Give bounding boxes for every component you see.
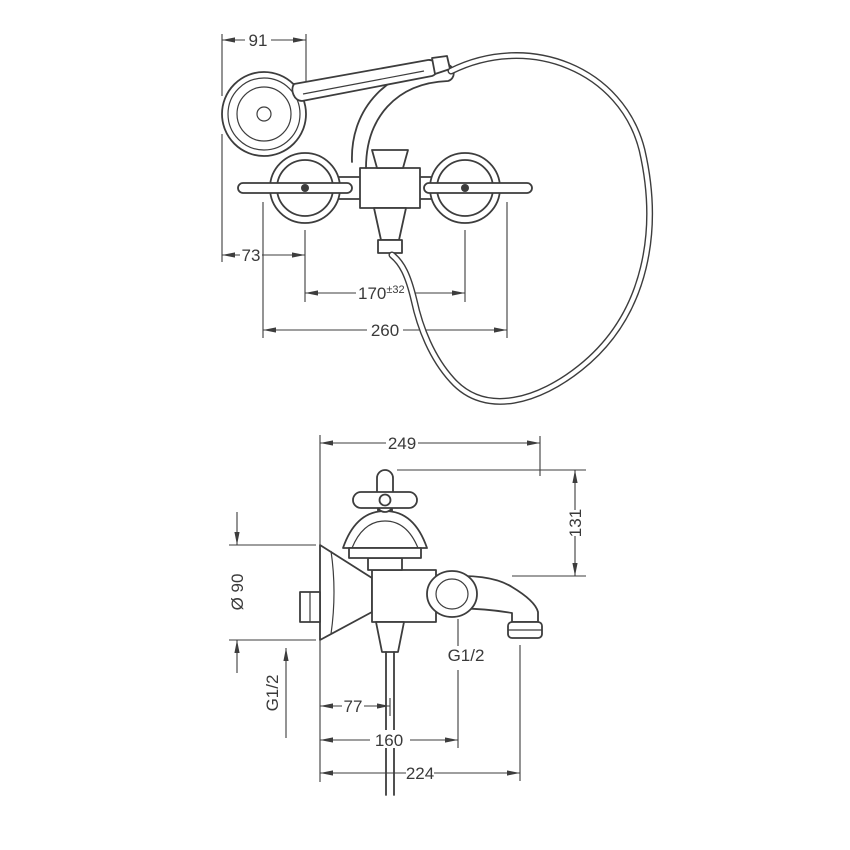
bonnet-neck xyxy=(367,557,403,571)
shower-head-ring xyxy=(227,77,301,151)
valve-bonnet-dome xyxy=(342,510,428,549)
right-valve xyxy=(423,152,533,224)
dim-diameter-90-label: Ø 90 xyxy=(228,574,247,611)
side-extension-lines xyxy=(229,435,586,782)
diverter-housing xyxy=(359,167,421,209)
shower-spray-face xyxy=(236,86,292,142)
label-backing xyxy=(370,730,410,748)
escutcheon-rim-line xyxy=(330,550,335,635)
shower-hose xyxy=(388,52,653,405)
dim-91-label: 91 xyxy=(249,31,268,50)
bonnet-base-band xyxy=(348,547,422,559)
hose-coupling xyxy=(431,55,451,75)
dim-170-value: 170 xyxy=(358,284,386,303)
cross-handle-bar xyxy=(237,182,353,194)
handle-screw xyxy=(301,184,309,192)
shower-handle xyxy=(291,59,439,102)
wall-escutcheon-cone xyxy=(319,544,373,641)
dim-260-label: 260 xyxy=(371,321,399,340)
front-view: 91 73 170±32 260 xyxy=(221,31,653,405)
diverter-collar-inner xyxy=(435,578,469,610)
hand-shower xyxy=(221,55,451,157)
shower-center-cap xyxy=(256,106,272,122)
cross-handle-hub xyxy=(378,493,392,507)
hose-core xyxy=(389,53,652,404)
handle-detail-line xyxy=(302,70,425,95)
mixer-center-body xyxy=(359,149,421,254)
side-faucet-body xyxy=(299,469,543,796)
left-valve xyxy=(237,152,353,224)
dim-160-label: 160 xyxy=(375,731,403,750)
dim-249-label: 249 xyxy=(388,434,416,453)
shower-head-rim xyxy=(221,71,307,157)
hose-outlet-taper xyxy=(373,207,407,241)
dim-170-label: 170±32 xyxy=(358,284,405,303)
diverter-top xyxy=(371,149,409,169)
handle-screw xyxy=(461,184,469,192)
cross-handle-bar xyxy=(423,182,533,194)
side-view: 249 131 Ø 90 G1/2 G1/2 77 160 224 xyxy=(228,434,586,796)
hose-outlet-taper xyxy=(375,621,405,653)
bonnet-inner-line xyxy=(351,520,419,549)
dim-131-label: 131 xyxy=(566,509,585,537)
hose-nut xyxy=(377,239,403,254)
thread-wall-label: G1/2 xyxy=(263,675,282,712)
dim-77-label: 77 xyxy=(344,697,363,716)
thread-spout-label: G1/2 xyxy=(448,646,485,665)
dim-73-label: 73 xyxy=(242,246,261,265)
front-extension-lines xyxy=(221,34,508,338)
dim-170-tolerance: ±32 xyxy=(386,284,404,296)
diverter-collar xyxy=(426,570,478,618)
dim-224-label: 224 xyxy=(406,764,434,783)
